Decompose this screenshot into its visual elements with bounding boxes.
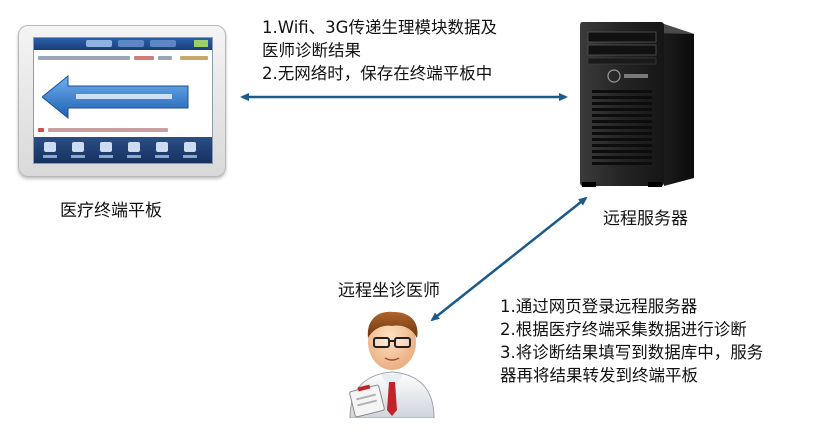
doctor-note-line-4: 器再将结果转发到终端平板: [500, 366, 698, 385]
server-image: [580, 22, 694, 187]
tablet-screen-bottom-nav: [34, 137, 212, 163]
tablet-screen-infobar: [38, 56, 208, 62]
network-note-line-2: 医师诊断结果: [262, 41, 361, 60]
doctor-note-line-1: 1.通过网页登录远程服务器: [500, 297, 698, 316]
network-note-line-3: 2.无网络时，保存在终端平板中: [262, 64, 493, 83]
doctor-note-line-3: 3.将诊断结果填写到数据库中，服务: [500, 343, 764, 362]
tablet-screen-topbar: [34, 38, 212, 50]
server-doctor-arrow: [430, 196, 588, 322]
doctor-note: 1.通过网页登录远程服务器 2.根据医疗终端采集数据进行诊断 3.将诊断结果填写…: [500, 295, 763, 387]
doctor-label: 远程坐诊医师: [338, 281, 440, 301]
doctor-avatar-image: [349, 311, 435, 418]
network-note-line-1: 1.Wifi、3G传递生理模块数据及: [262, 18, 497, 37]
tablet-device-image: [18, 25, 226, 177]
tablet-label: 医疗终端平板: [60, 201, 162, 221]
tablet-screen-messagebar: [38, 128, 208, 134]
server-label: 远程服务器: [603, 209, 688, 229]
tablet-screen-arrow-graphic: [42, 74, 189, 120]
tablet-screen: [33, 37, 213, 164]
doctor-note-line-2: 2.根据医疗终端采集数据进行诊断: [500, 320, 747, 339]
network-note: 1.Wifi、3G传递生理模块数据及 医师诊断结果 2.无网络时，保存在终端平板…: [262, 16, 497, 85]
